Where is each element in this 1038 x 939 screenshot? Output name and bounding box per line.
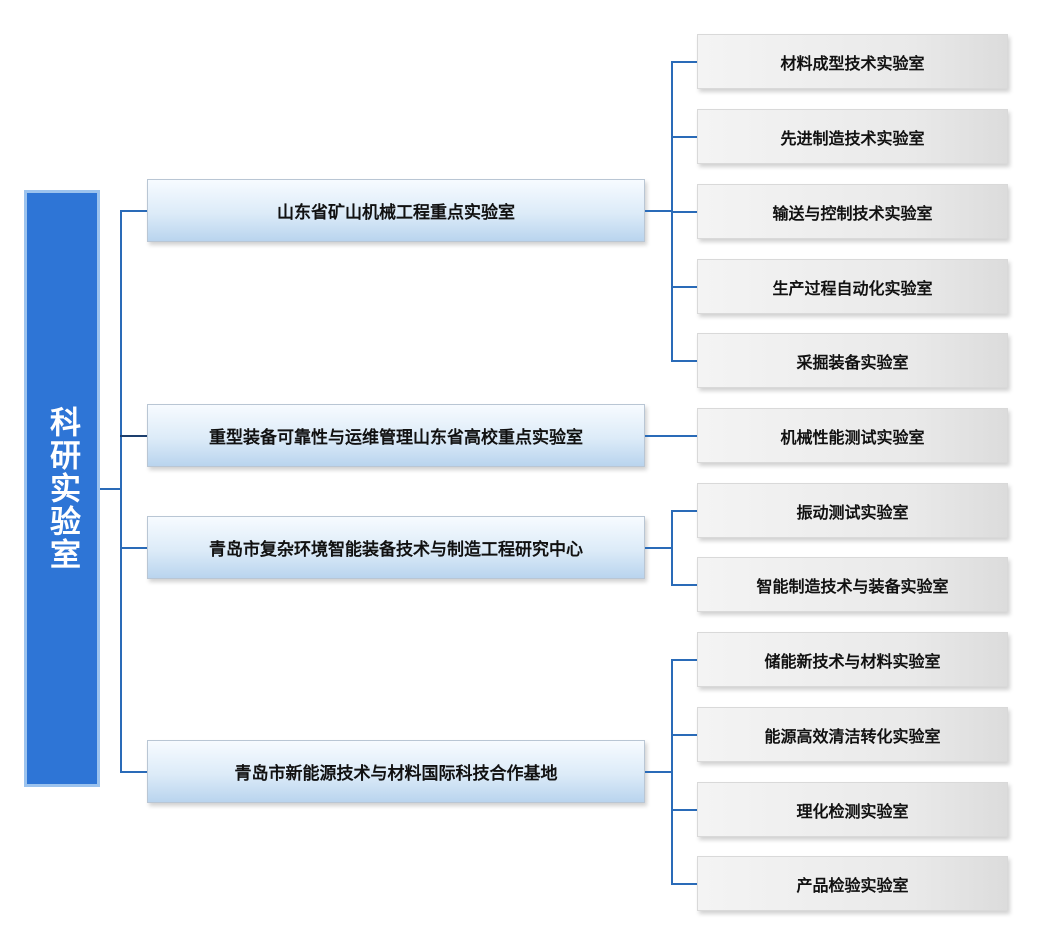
- branch-3-node: 青岛市复杂环境智能装备技术与制造工程研究中心: [147, 516, 645, 579]
- leaf-1-2: 先进制造技术实验室: [697, 109, 1008, 164]
- branch-3-in-connector: [120, 547, 147, 549]
- branch-2-node: 重型装备可靠性与运维管理山东省高校重点实验室: [147, 404, 645, 467]
- leaf-1-1-label: 材料成型技术实验室: [780, 53, 925, 73]
- branch-4-children-vertical: [671, 659, 673, 885]
- leaf-4-3-label: 理化检测实验室: [796, 801, 909, 821]
- branch-1-in-connector: [120, 210, 147, 212]
- root-trunk-vertical: [120, 210, 122, 772]
- leaf-3-2-connector: [671, 584, 697, 586]
- leaf-1-4-label: 生产过程自动化实验室: [772, 278, 933, 298]
- leaf-1-2-label: 先进制造技术实验室: [780, 128, 925, 148]
- leaf-1-5-connector: [671, 360, 697, 362]
- leaf-3-2-label: 智能制造技术与装备实验室: [756, 576, 949, 596]
- leaf-1-4: 生产过程自动化实验室: [697, 259, 1008, 314]
- leaf-4-3: 理化检测实验室: [697, 782, 1008, 837]
- leaf-4-1: 储能新技术与材料实验室: [697, 632, 1008, 687]
- branch-4-node: 青岛市新能源技术与材料国际科技合作基地: [147, 740, 645, 803]
- leaf-1-3-label: 输送与控制技术实验室: [772, 203, 933, 223]
- leaf-4-2: 能源高效清洁转化实验室: [697, 707, 1008, 762]
- leaf-4-4: 产品检验实验室: [697, 856, 1008, 911]
- leaf-2-1-label: 机械性能测试实验室: [780, 427, 925, 447]
- leaf-3-1-label: 振动测试实验室: [796, 502, 909, 522]
- branch-1-out-connector: [645, 210, 672, 212]
- leaf-4-1-label: 储能新技术与材料实验室: [764, 651, 941, 671]
- leaf-1-3-connector: [671, 211, 697, 213]
- leaf-1-5: 采掘装备实验室: [697, 333, 1008, 388]
- branch-3-children-vertical: [671, 510, 673, 586]
- leaf-3-2: 智能制造技术与装备实验室: [697, 557, 1008, 612]
- root-label: 科研实验室: [44, 406, 80, 571]
- leaf-1-3: 输送与控制技术实验室: [697, 184, 1008, 239]
- root-node: 科研实验室: [24, 190, 100, 787]
- branch-2-out-connector: [645, 435, 697, 437]
- leaf-1-1-connector: [671, 61, 697, 63]
- branch-2-in-connector: [120, 435, 147, 437]
- leaf-1-5-label: 采掘装备实验室: [796, 352, 909, 372]
- leaf-1-2-connector: [671, 136, 697, 138]
- branch-2-label: 重型装备可靠性与运维管理山东省高校重点实验室: [209, 428, 583, 448]
- branch-3-out-connector: [645, 547, 672, 549]
- branch-3-label: 青岛市复杂环境智能装备技术与制造工程研究中心: [209, 540, 583, 560]
- leaf-3-1-connector: [671, 510, 697, 512]
- branch-4-out-connector: [645, 771, 672, 773]
- leaf-4-2-connector: [671, 734, 697, 736]
- leaf-1-4-connector: [671, 286, 697, 288]
- leaf-4-1-connector: [671, 659, 697, 661]
- leaf-2-1: 机械性能测试实验室: [697, 408, 1008, 463]
- leaf-3-1: 振动测试实验室: [697, 483, 1008, 538]
- leaf-4-2-label: 能源高效清洁转化实验室: [764, 726, 941, 746]
- branch-4-label: 青岛市新能源技术与材料国际科技合作基地: [234, 764, 558, 784]
- root-connector-horizontal: [100, 488, 121, 490]
- leaf-1-1: 材料成型技术实验室: [697, 34, 1008, 89]
- leaf-4-3-connector: [671, 809, 697, 811]
- branch-1-label: 山东省矿山机械工程重点实验室: [277, 203, 515, 223]
- branch-4-in-connector: [120, 771, 147, 773]
- branch-1-node: 山东省矿山机械工程重点实验室: [147, 179, 645, 242]
- leaf-4-4-label: 产品检验实验室: [796, 875, 909, 895]
- leaf-4-4-connector: [671, 883, 697, 885]
